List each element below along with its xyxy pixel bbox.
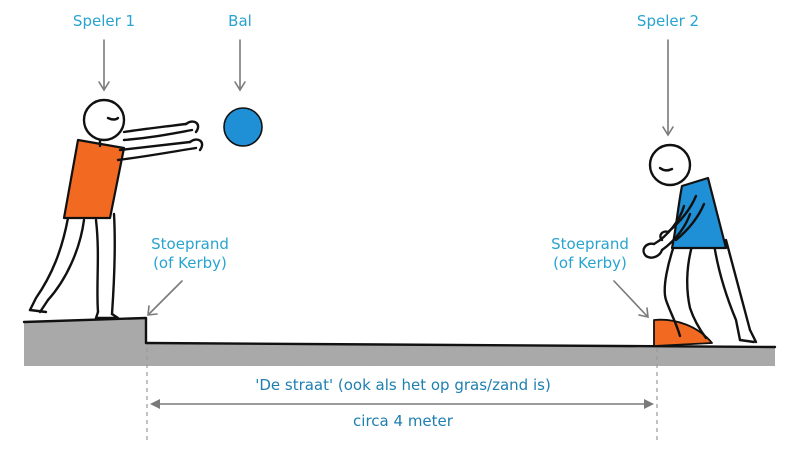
arrowhead-player-1 xyxy=(98,81,110,92)
player-1-lower-arm xyxy=(122,122,194,142)
player-2-front-leg xyxy=(663,238,708,340)
player-1-shirt xyxy=(62,138,126,220)
player-1-front-leg xyxy=(94,212,117,316)
player-2-face xyxy=(658,166,674,172)
player-1-hands xyxy=(184,120,204,152)
player-1-face xyxy=(106,116,120,121)
sidewalk-edge xyxy=(22,316,148,345)
player-2-hands xyxy=(642,230,670,259)
player-1-front-foot xyxy=(94,310,120,320)
player-2-figure xyxy=(642,143,758,344)
kerby-curb xyxy=(653,318,713,347)
player-2-arm-front xyxy=(652,204,692,252)
player-1-back-leg xyxy=(28,216,86,312)
label-curb-right-line2: (of Kerby) xyxy=(553,254,627,272)
label-curb-left-line2: (of Kerby) xyxy=(153,254,227,272)
label-curb-left-line1: Stoeprand xyxy=(151,235,229,253)
player-1-back-foot xyxy=(28,298,50,314)
arrowhead-curb-right xyxy=(638,307,649,319)
label-curb-right-line1: Stoeprand xyxy=(551,235,629,253)
arrow-curb-left xyxy=(148,280,183,315)
label-ball: Bal xyxy=(228,12,252,30)
ball xyxy=(223,107,263,147)
label-player-2: Speler 2 xyxy=(637,12,699,30)
player-1-figure xyxy=(28,98,204,320)
distance-dimension xyxy=(146,348,658,440)
street-surface xyxy=(146,343,775,363)
street-edge xyxy=(144,341,777,349)
ground xyxy=(22,316,777,366)
dimension-arrowhead-right xyxy=(644,399,654,409)
arrowhead-player-2 xyxy=(662,126,674,137)
player-2-back-leg xyxy=(712,238,752,342)
label-player-1: Speler 1 xyxy=(73,12,135,30)
label-distance: circa 4 meter xyxy=(353,412,454,430)
player-1-upper-arm xyxy=(116,140,198,162)
player-2-feet xyxy=(738,328,758,344)
arrowhead-curb-left xyxy=(147,305,158,316)
arrow-curb-right xyxy=(613,280,648,317)
pointer-arrows xyxy=(98,39,674,319)
dimension-arrowhead-left xyxy=(150,399,160,409)
arrowhead-ball xyxy=(234,81,246,92)
label-street: 'De straat' (ook als het op gras/zand is… xyxy=(255,376,551,394)
player-2-head xyxy=(648,143,692,187)
player-1-head xyxy=(82,98,126,142)
